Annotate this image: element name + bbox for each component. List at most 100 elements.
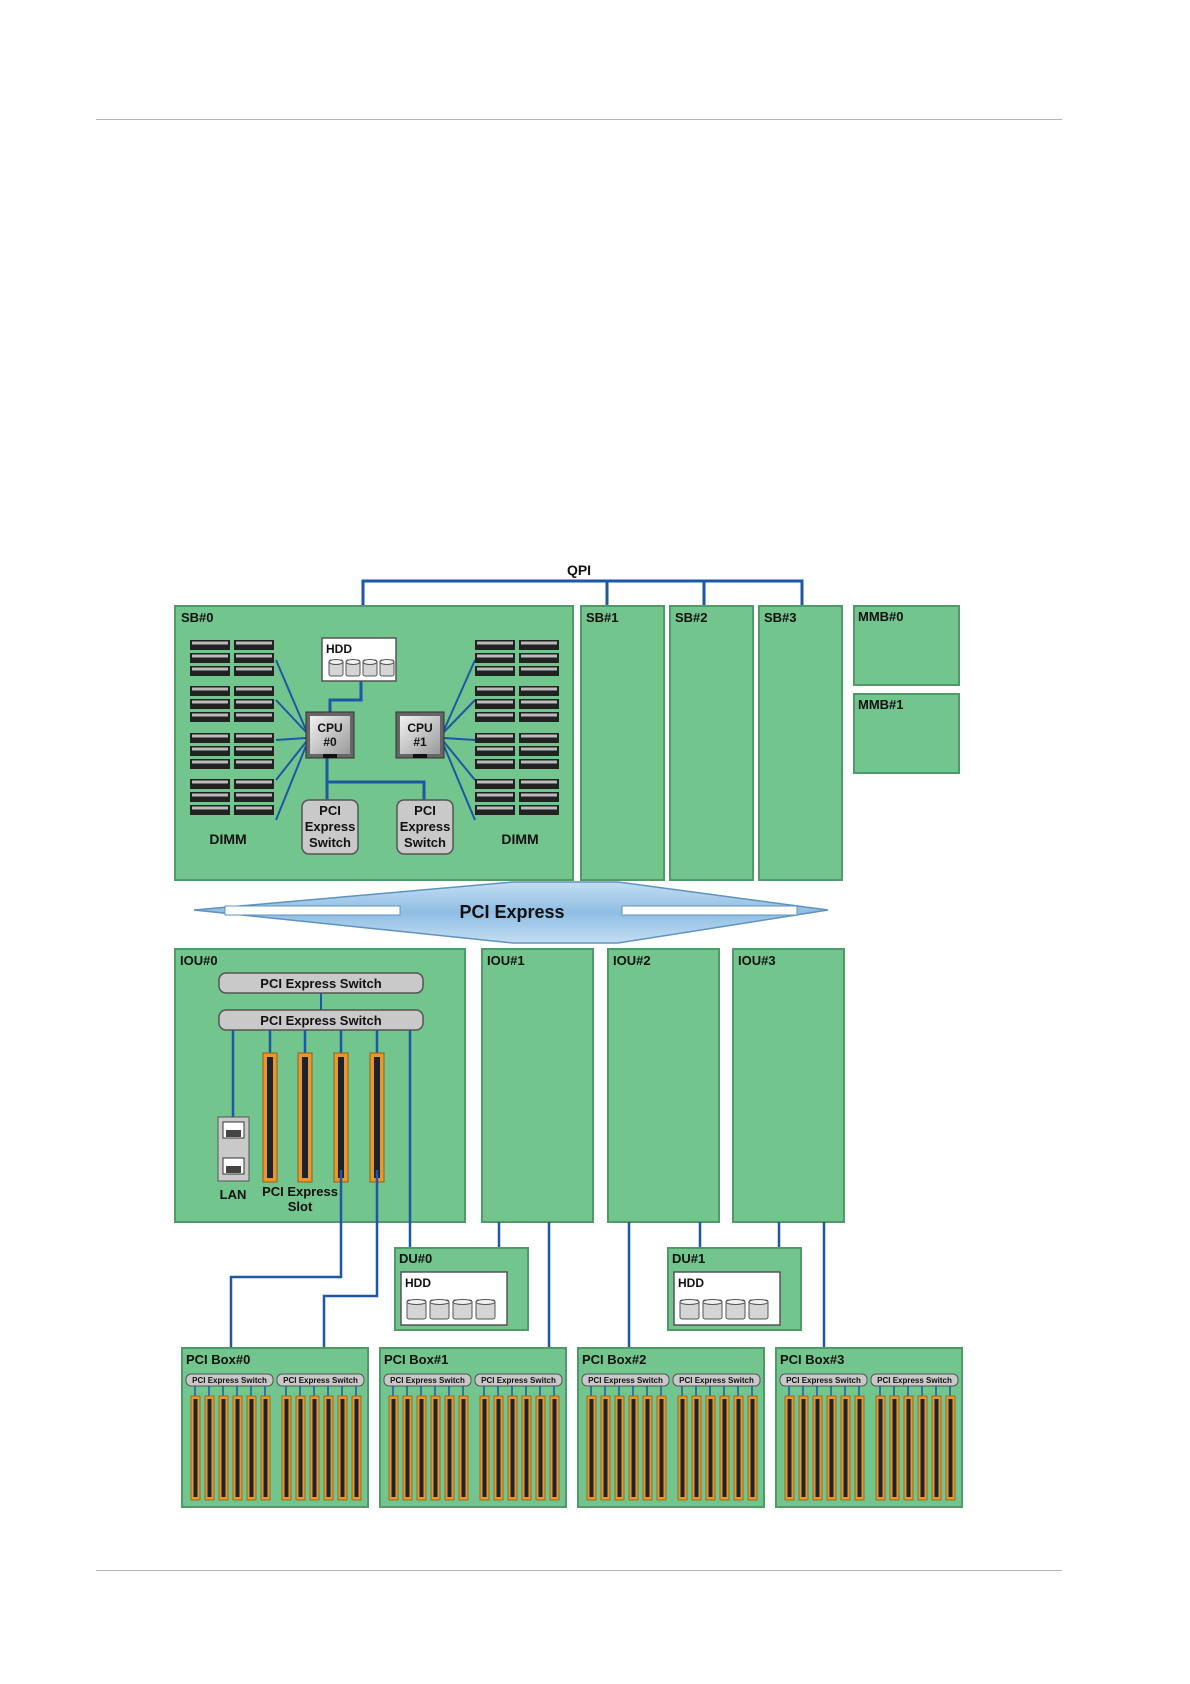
pci-box-slot: [430, 1386, 441, 1501]
pci-box-switch-label: PCI Express Switch: [390, 1376, 465, 1385]
pci-box-slot: [784, 1386, 795, 1501]
pci-box-slot: [521, 1386, 532, 1501]
pci-express-arrow: PCI Express: [193, 881, 829, 944]
sb0-hdd: HDD: [321, 637, 397, 682]
dimm-module: [475, 640, 515, 650]
pci-box-slot: [931, 1386, 942, 1501]
iou2-label: IOU#2: [613, 953, 651, 968]
dimm-module: [519, 712, 559, 722]
pci-box-slot: [281, 1386, 292, 1501]
pci-box-slot: [889, 1386, 900, 1501]
dimm-module: [475, 653, 515, 663]
cpu-links: [325, 673, 426, 800]
system-board-2: SB#2: [669, 605, 754, 881]
pci-express-slot: [369, 1052, 385, 1183]
pci-box-2-label: PCI Box#2: [582, 1352, 646, 1367]
cpu1-label-line2: #1: [413, 735, 427, 749]
du1-label: DU#1: [672, 1251, 705, 1266]
io-unit-3: IOU#3: [732, 948, 845, 1223]
dimm-right-label: DIMM: [501, 831, 538, 847]
dimm-module: [475, 686, 515, 696]
lan-label: LAN: [220, 1187, 247, 1202]
pci-box-slot: [323, 1386, 334, 1501]
pci-box-slot: [337, 1386, 348, 1501]
dimm-module: [519, 686, 559, 696]
pci-box-slot: [479, 1386, 490, 1501]
pci-box-switch: PCI Express Switch: [474, 1373, 563, 1387]
dimm-module: [234, 640, 274, 650]
sb2-label: SB#2: [675, 610, 708, 625]
dimm-module: [519, 759, 559, 769]
pci-box-switch: PCI Express Switch: [185, 1373, 274, 1387]
dimm-module: [190, 779, 230, 789]
sb0-pci-switch-a: PCI Express Switch: [301, 799, 359, 855]
header-rule: [96, 119, 1062, 120]
pci-box-switch-label: PCI Express Switch: [588, 1376, 663, 1385]
pci-box-slot: [812, 1386, 823, 1501]
pci-box-slot: [798, 1386, 809, 1501]
pci-box-switch-label: PCI Express Switch: [481, 1376, 556, 1385]
pci-box-slot: [600, 1386, 611, 1501]
pci-box-slot: [204, 1386, 215, 1501]
cpu-0: CPU #0: [305, 711, 355, 759]
pci-box-slot: [309, 1386, 320, 1501]
sb3-label: SB#3: [764, 610, 797, 625]
dimm-module: [519, 640, 559, 650]
pci-express-slot: [297, 1052, 313, 1183]
pci-box-0-label: PCI Box#0: [186, 1352, 250, 1367]
pci-box-slot: [840, 1386, 851, 1501]
disk-icon: [379, 659, 395, 677]
du1-disk-icons: [679, 1299, 769, 1320]
dimm-module: [234, 699, 274, 709]
dimm-module: [475, 759, 515, 769]
hdd-label: HDD: [326, 642, 352, 656]
pci-box-slot: [656, 1386, 667, 1501]
slot-label-line1: PCI Express: [262, 1184, 338, 1199]
pci-box-slot: [246, 1386, 257, 1501]
iou0-pci-slots: [262, 1052, 385, 1183]
system-board-3: SB#3: [758, 605, 843, 881]
pci-switch-a-line2: Express: [305, 819, 356, 834]
pci-box-switch: PCI Express Switch: [672, 1373, 761, 1387]
pci-switch-lower-label: PCI Express Switch: [260, 1013, 381, 1028]
pci-box-slot: [628, 1386, 639, 1501]
mmb1-label: MMB#1: [858, 697, 904, 712]
disk-icons: [328, 659, 395, 677]
io-unit-2: IOU#2: [607, 948, 720, 1223]
pci-box-slot: [218, 1386, 229, 1501]
disk-icon: [702, 1299, 723, 1320]
disk-icon: [429, 1299, 450, 1320]
dimm-module: [519, 746, 559, 756]
dimm-module: [190, 699, 230, 709]
pci-express-label: PCI Express: [459, 902, 564, 922]
pci-box-switch-label: PCI Express Switch: [786, 1376, 861, 1385]
dimm-links-left: [275, 659, 307, 821]
sb0-pci-switch-b: PCI Express Switch: [396, 799, 454, 855]
dimm-module: [519, 733, 559, 743]
dimm-module: [475, 792, 515, 802]
dimm-module: [190, 733, 230, 743]
iou0-pci-switch-upper: PCI Express Switch: [218, 972, 424, 994]
pci-box-switch: PCI Express Switch: [276, 1373, 365, 1387]
pci-box-slot: [493, 1386, 504, 1501]
pci-box-switch: PCI Express Switch: [383, 1373, 472, 1387]
pci-switch-b-line3: Switch: [404, 835, 446, 850]
pci-switch-upper-label: PCI Express Switch: [260, 976, 381, 991]
pci-box-slot: [677, 1386, 688, 1501]
disk-icon: [328, 659, 344, 677]
pci-box-slot: [614, 1386, 625, 1501]
pci-box-slot: [416, 1386, 427, 1501]
box-links: [229, 1170, 826, 1348]
du1-hdd-label: HDD: [678, 1276, 704, 1290]
disk-unit-1: DU#1 HDD: [667, 1247, 802, 1331]
disk-icon: [475, 1299, 496, 1320]
dimm-module: [190, 792, 230, 802]
pci-box-slot: [945, 1386, 956, 1501]
pci-box-slot: [854, 1386, 865, 1501]
pci-box-slot: [875, 1386, 886, 1501]
system-board-1: SB#1: [580, 605, 665, 881]
dimm-module: [519, 666, 559, 676]
pci-box-slot: [691, 1386, 702, 1501]
pci-box-switch-label: PCI Express Switch: [283, 1376, 358, 1385]
pci-box-slot: [826, 1386, 837, 1501]
